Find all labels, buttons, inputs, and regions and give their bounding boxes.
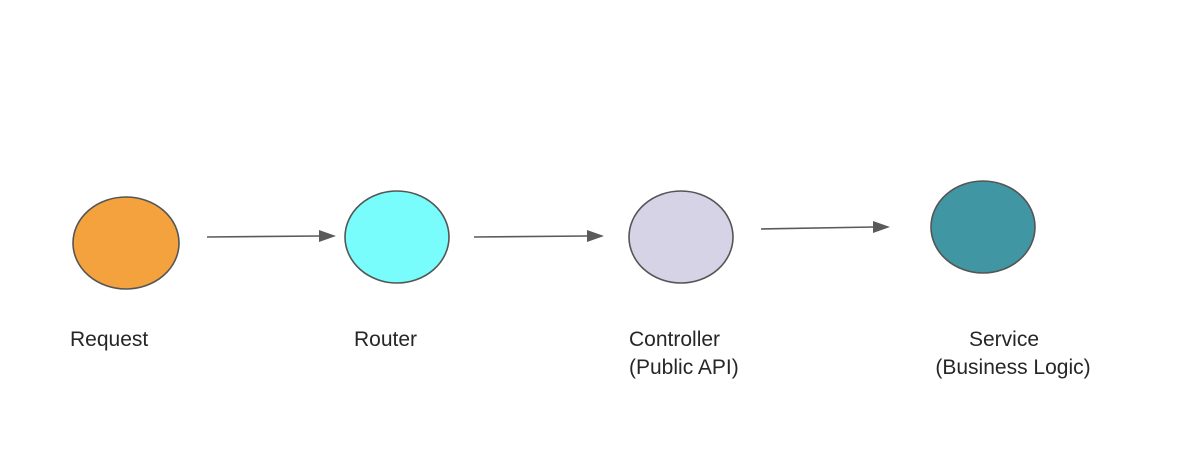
node-service-label-line1: Service (969, 328, 1039, 351)
node-router: Router (344, 190, 450, 351)
node-controller-label-line1: Controller (629, 328, 720, 351)
node-controller-label-line2: (Public API) (629, 356, 739, 379)
edge-controller-to-service (760, 221, 890, 233)
node-controller: Controller (Public API) (628, 190, 739, 379)
node-service-label-line2: (Business Logic) (935, 356, 1090, 379)
node-controller-circle (628, 190, 734, 284)
node-router-circle (344, 190, 450, 284)
node-router-label: Router (354, 328, 417, 351)
node-service-circle (930, 180, 1036, 274)
edge-request-to-router (206, 230, 336, 242)
node-request-circle (72, 196, 180, 290)
node-request: Request (70, 196, 180, 351)
node-service: Service (Business Logic) (930, 180, 1091, 379)
edge-router-to-controller (473, 230, 604, 242)
node-request-label: Request (70, 328, 148, 351)
